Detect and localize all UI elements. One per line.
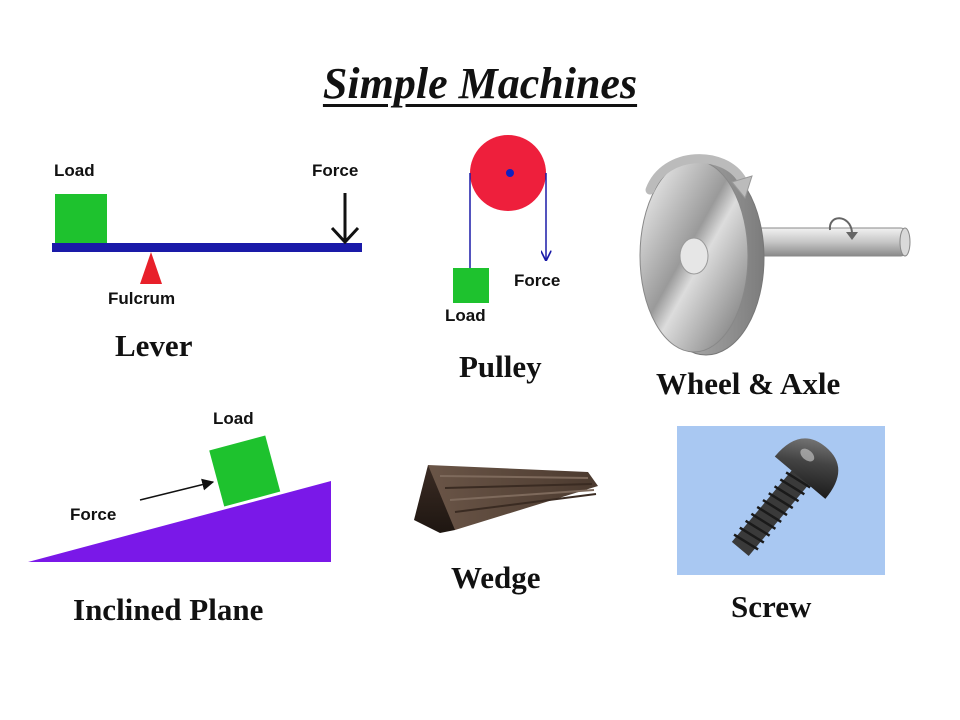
wedge-top-face [428,465,598,530]
pulley-axle [506,169,514,177]
fulcrum-label: Fulcrum [108,289,176,308]
inclined-plane-diagram [28,435,331,562]
lever-diagram [52,193,362,284]
incline-load-block [209,435,281,507]
inclined-plane-caption: Inclined Plane [73,592,264,627]
wheel-axle-caption: Wheel & Axle [656,366,841,401]
pulley-load-block [453,268,489,303]
pulley-force-label: Force [514,271,561,290]
lever-load-label: Load [54,161,95,180]
wheel-rotation-arrow [645,154,747,195]
pulley-diagram [453,135,546,303]
wheel-axle-diagram [639,154,911,356]
incline-load-label: Load [213,409,254,428]
incline-force-label: Force [70,505,117,524]
wheel-hub [679,237,709,275]
lever-load-block [55,194,107,243]
incline-force-arrow [139,478,215,501]
wedge-diagram [414,465,598,533]
page-title: Simple Machines [322,59,638,108]
axle-rotation-arrow [828,217,853,233]
screw-diagram [677,426,885,575]
lever-force-label: Force [312,161,359,180]
lever-beam [52,243,362,252]
incline-ramp [28,481,331,562]
pulley-load-label: Load [445,306,486,325]
screw-head [774,438,839,499]
lever-caption: Lever [115,328,193,363]
screw-caption: Screw [731,589,812,624]
wedge-caption: Wedge [451,560,541,595]
fulcrum-triangle [140,252,162,284]
wedge-front-face [414,465,455,533]
pulley-caption: Pulley [459,349,542,384]
